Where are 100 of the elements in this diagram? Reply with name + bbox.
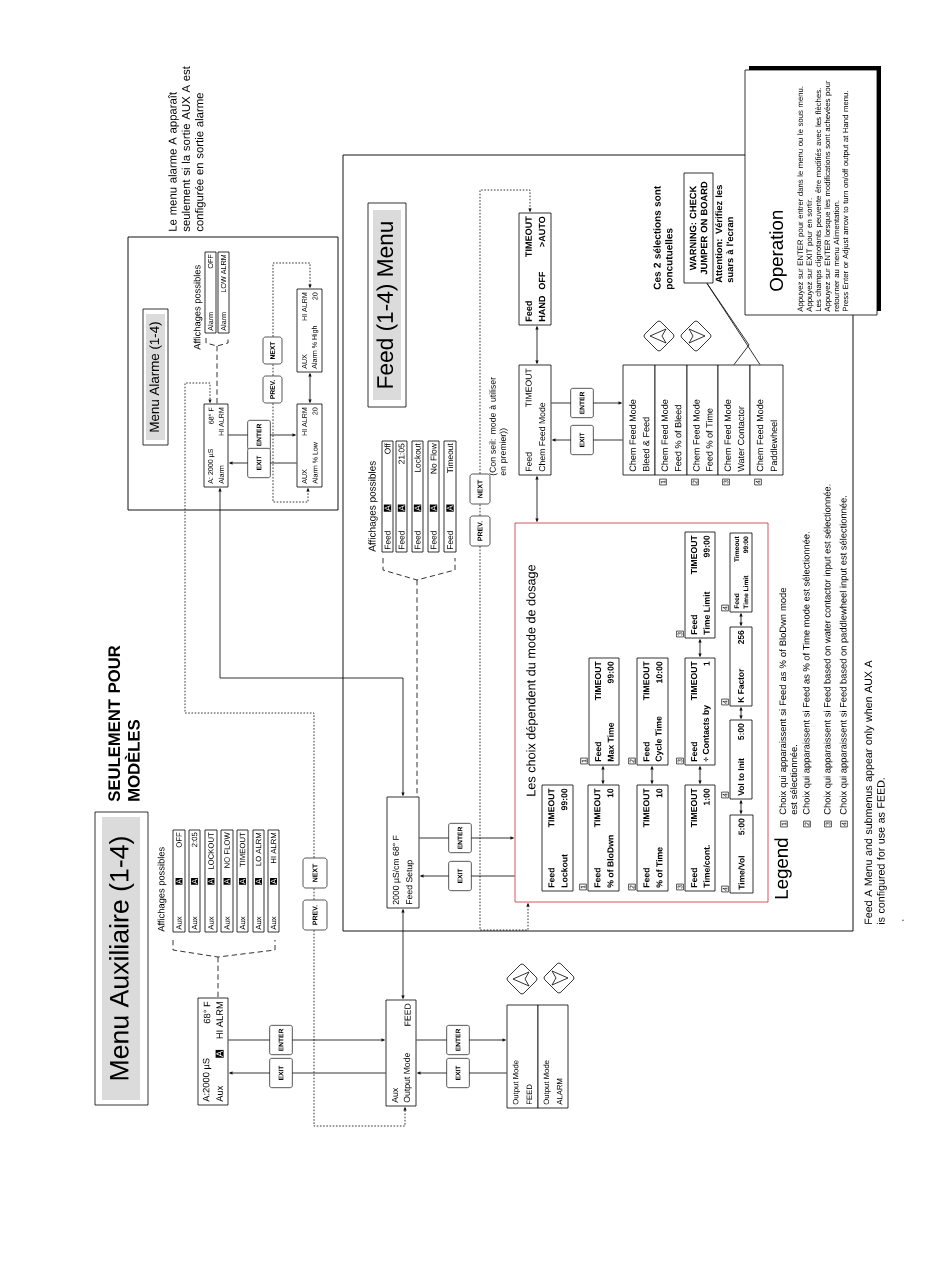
node-label: TIMEOUT bbox=[594, 788, 601, 828]
node-label: TIMEOUT bbox=[643, 661, 650, 701]
option-box: Chem Feed Mode Feed % of Bleed bbox=[654, 364, 688, 476]
arrow bbox=[650, 766, 654, 784]
display-box: 2000 µS/cm 68° F Feed Setup bbox=[386, 796, 420, 909]
leader-line bbox=[706, 283, 750, 365]
node-label: Feed bbox=[643, 868, 650, 888]
dotted-arrow bbox=[313, 929, 407, 1127]
display-box: Feed TIMEOUT Time/cont. 1:00 bbox=[684, 784, 716, 892]
node-label: 10:00 bbox=[656, 661, 663, 683]
legend-entry: Choix qui apparaissent si Feed as % of BloDwn mode est sélectionnée. bbox=[779, 588, 798, 815]
option-box: Chem Feed Mode Feed % of Time bbox=[686, 364, 719, 476]
node-label: Time/cont. bbox=[703, 845, 710, 888]
display-box: Feed TIMEOUT HAND OFF >AUTO bbox=[518, 212, 552, 326]
display-box: K Factor 256 bbox=[729, 626, 753, 707]
arrow bbox=[739, 800, 743, 814]
node-label: Feed bbox=[690, 868, 698, 888]
dotted-arrow bbox=[479, 189, 532, 475]
note-text: Ces 2 sélections sont poncutuelles bbox=[653, 185, 675, 290]
dotted-arrow bbox=[479, 545, 530, 931]
display-option-box: Feed A Timeout bbox=[443, 440, 457, 553]
display-option-box: Feed A No Flow bbox=[427, 440, 440, 553]
node-label: ÷ Contacts by bbox=[702, 705, 711, 762]
display-option-box: Feed A Off bbox=[381, 440, 394, 553]
option-box: Chem Feed Mode Paddlewheel bbox=[749, 364, 784, 476]
node-label: TIMEOUT bbox=[690, 535, 698, 575]
dotted-line bbox=[479, 503, 481, 517]
note-text: . bbox=[902, 919, 904, 921]
node-label: 1 bbox=[703, 661, 710, 666]
display-box: Feed TIMEOUT ÷ Contacts by 1 bbox=[684, 657, 716, 766]
node-label: Feed bbox=[643, 742, 650, 762]
node-label: TIMEOUT bbox=[643, 788, 650, 828]
arrow bbox=[739, 613, 743, 626]
display-box: Feed TIMEOUT Cycle Time 10:00 bbox=[636, 657, 669, 766]
node-label: % of BloDwn bbox=[607, 835, 614, 888]
note-text: Le menu alarme A apparaît seulement si la sortie AUX A est configurée en sortie alarme bbox=[168, 66, 206, 232]
menu-title-box: Menu Auxiliaire (1-4) bbox=[94, 811, 149, 1106]
display-box: Feed TIMEOUT Lockout 99:00 bbox=[541, 784, 574, 892]
node-label: 256 bbox=[738, 630, 744, 644]
node-label: Feed bbox=[594, 742, 602, 762]
legend-entry: Choix qui apparaissent si Feed based on paddlewheel input est sélectionnée. bbox=[839, 496, 849, 815]
note-text: Feed A Menu and submenus appear only when AUX A is configured for use as FEED. bbox=[864, 660, 887, 925]
arrow bbox=[535, 326, 539, 364]
arrow bbox=[739, 707, 743, 719]
node-label: 99:00 bbox=[703, 535, 710, 558]
display-box: Feed TIMEOUT % of Time 10 bbox=[636, 784, 669, 892]
dotted-line bbox=[313, 887, 315, 901]
leader-line bbox=[706, 283, 761, 365]
node-label: Time/Vol bbox=[738, 856, 745, 890]
arrow bbox=[308, 373, 312, 403]
option-box: Chem Feed Mode Water Contactor bbox=[717, 364, 751, 476]
arrow bbox=[228, 1038, 385, 1042]
node-label: K Factor bbox=[738, 668, 744, 703]
display-box: Feed TIMEOUT Max Time 99:00 bbox=[588, 657, 620, 766]
arrow bbox=[698, 639, 702, 657]
caption-text: Affichages possibles bbox=[157, 847, 167, 932]
dotted-arrow bbox=[272, 262, 312, 338]
node-label: 5:00 bbox=[738, 818, 745, 835]
node-label: Max Time bbox=[607, 722, 614, 762]
node-label: Feed bbox=[690, 742, 698, 762]
node-label: Cycle Time bbox=[655, 716, 664, 762]
heading-text: SEULEMENT POUR MODÈLES bbox=[108, 645, 140, 802]
option-box: Chem Feed Mode Bleed & Feed bbox=[622, 364, 656, 476]
caption-text: Attention: Vérifiez les suars à l'ecran bbox=[715, 185, 734, 283]
legend-title: Legend bbox=[774, 838, 792, 899]
note-text: (Con seil: mode à utiliser en premier)) bbox=[489, 377, 508, 476]
arrow bbox=[601, 766, 605, 784]
display-box: Vol to Init 5:00 bbox=[729, 719, 753, 800]
caption-text: Affichages possibles bbox=[368, 461, 378, 552]
arrow bbox=[401, 909, 405, 999]
caption-text: Affichages possibles bbox=[193, 265, 203, 350]
display-box: A:2000 µS 68° F Aux A HI ALRM bbox=[197, 997, 229, 1106]
node-label: Feed bbox=[690, 615, 698, 635]
display-box: Aux Output Mode FEED bbox=[385, 999, 417, 1107]
display-option-box: Feed A Lockout bbox=[411, 440, 424, 553]
node-label: TIMEOUT bbox=[690, 661, 698, 701]
display-box: Time/Vol 5:00 bbox=[729, 814, 754, 894]
node-label: 99:00 bbox=[607, 661, 614, 684]
node-label: 10 bbox=[656, 788, 663, 798]
node-label: 10 bbox=[607, 788, 614, 798]
warning-box: WARNING: CHECK JUMPER ON BOARD bbox=[683, 172, 714, 284]
menu-panel bbox=[127, 236, 339, 511]
menu-title-box: Feed (1-4) Menu bbox=[367, 202, 407, 408]
display-option-box: Feed A 21:05 bbox=[395, 440, 408, 553]
node-label: TIMEOUT bbox=[594, 661, 602, 701]
arrow bbox=[698, 766, 702, 784]
menu-title-box: Menu Alarme (1-4) bbox=[142, 308, 169, 446]
node-label: Feed bbox=[594, 868, 601, 888]
display-box: Feed TIMEOUT % of BloDwn 10 bbox=[587, 784, 620, 892]
arrow bbox=[218, 488, 405, 796]
legend-entry: Choix qui apparaissent si Feed based on water contactor input est sélectionnée. bbox=[823, 484, 833, 815]
dotted-arrow bbox=[272, 402, 310, 503]
node-label: Time Limit bbox=[703, 591, 710, 635]
node-label: 1:00 bbox=[703, 788, 710, 806]
node-label: % of Time bbox=[656, 847, 663, 888]
dotted-arrow bbox=[184, 382, 315, 859]
display-box: Feed TIMEOUT Time Limit 99:00 bbox=[684, 531, 716, 639]
dotted-line bbox=[272, 363, 274, 377]
arrow bbox=[535, 476, 539, 522]
node-label: TIMEOUT bbox=[690, 788, 698, 828]
